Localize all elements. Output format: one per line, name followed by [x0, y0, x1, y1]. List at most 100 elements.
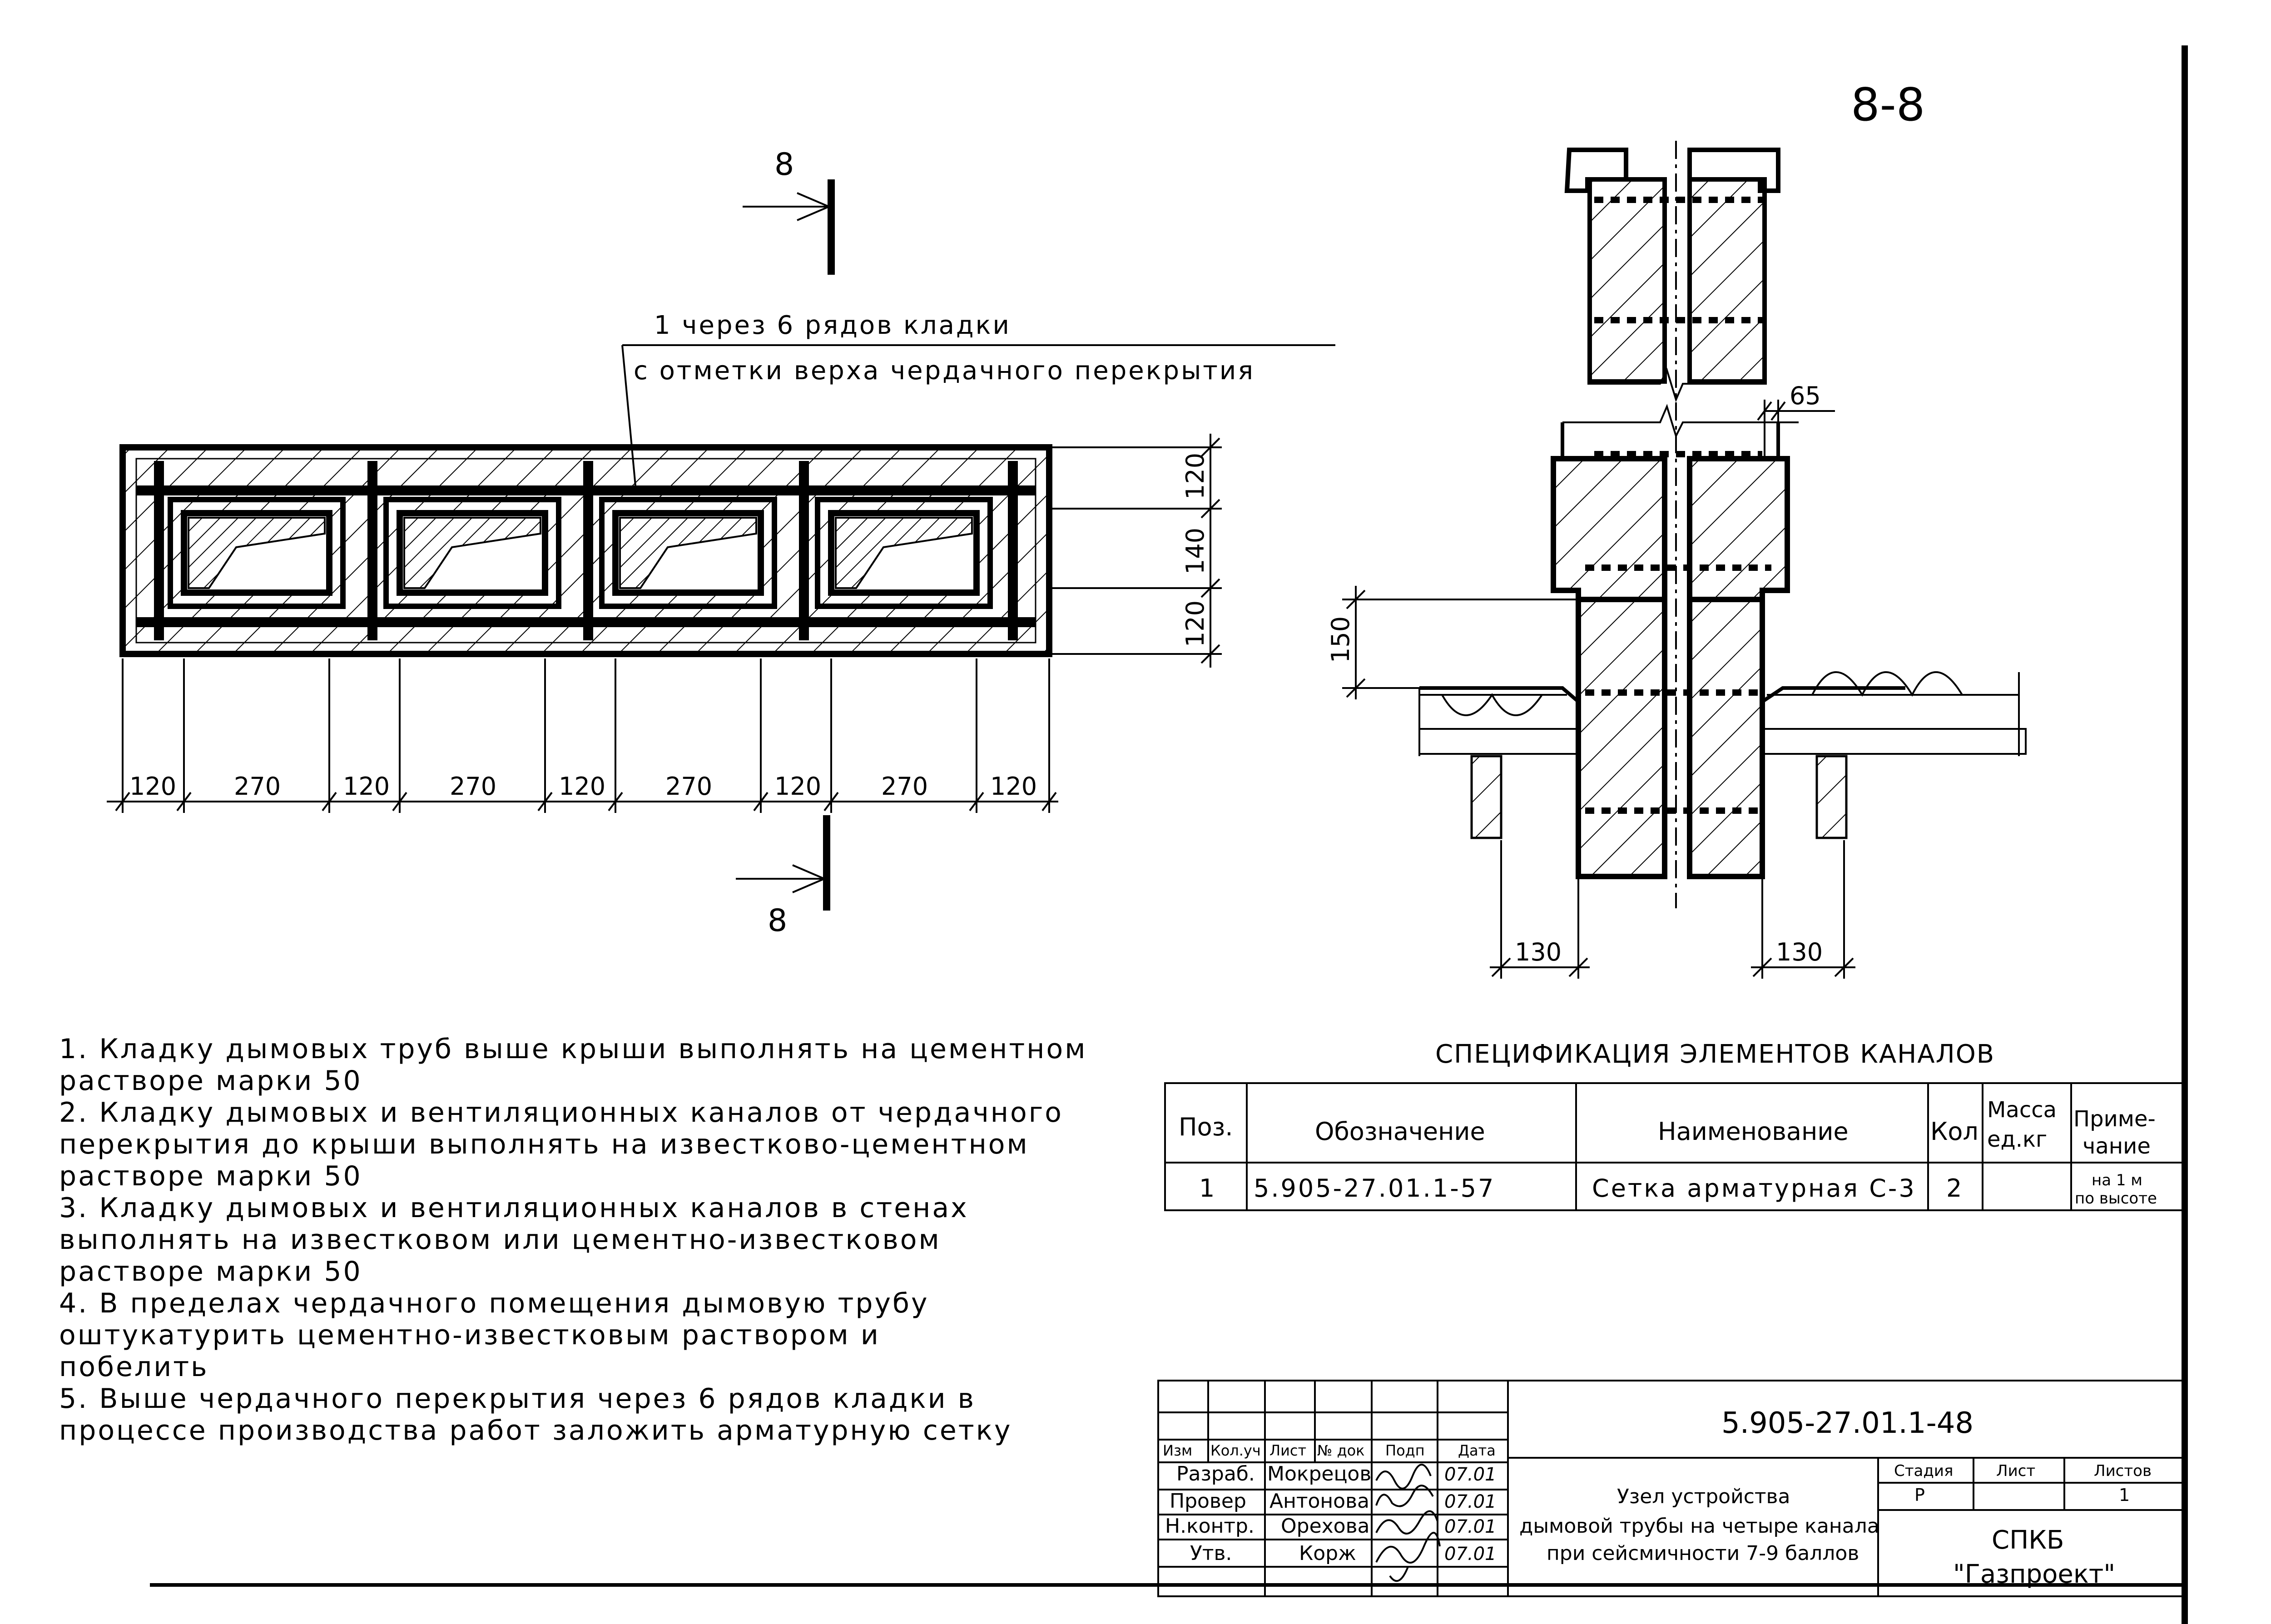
stamp-col-podp: Подп: [1385, 1442, 1425, 1459]
stamp-col-list: Лист: [1269, 1442, 1306, 1459]
note-line-13: процессе производства работ заложить арм…: [59, 1415, 1012, 1446]
upper-wall-right: [1687, 177, 1767, 384]
stamp-role-4: Утв.: [1190, 1542, 1232, 1565]
stamp-name-1: Мокрецов: [1267, 1462, 1371, 1485]
spec-r-qty: 2: [1946, 1174, 1962, 1203]
spec-r-designation: 5.905-27.01.1-57: [1254, 1174, 1495, 1203]
stamp-date-2: 07.01: [1444, 1491, 1497, 1512]
stamp-org-2: "Газпроект": [1953, 1560, 2115, 1589]
note-line-11: побелить: [59, 1351, 209, 1383]
dim-130-right-label: 130: [1776, 938, 1823, 966]
note-line-8: растворе марки 50: [59, 1256, 362, 1287]
stamp-date-3: 07.01: [1444, 1516, 1497, 1537]
dim-v-1: 120: [1181, 453, 1210, 500]
dim-h-6: 270: [665, 772, 712, 801]
spec-r-name: Сетка арматурная С-3: [1592, 1174, 1916, 1203]
thick-section-right: [1687, 456, 1790, 602]
channel-2-fill: [403, 517, 541, 589]
note-line-7: выполнять на известковом или цементно-из…: [59, 1224, 941, 1256]
roof-right: [1761, 671, 2027, 839]
section-view: 65 150 130 130: [1326, 141, 2027, 979]
dim-h-1: 120: [129, 772, 176, 801]
stamp-name-3: Орехова: [1281, 1515, 1370, 1538]
stamp-role-1: Разраб.: [1176, 1462, 1255, 1485]
leader-line-1: 1 через 6 рядов кладки: [654, 311, 1011, 340]
spec-table: СПЕЦИФИКАЦИЯ ЭЛЕМЕНТОВ КАНАЛОВ Поз. Обоз…: [1164, 1040, 2186, 1211]
stamp-col-izm: Изм: [1163, 1442, 1192, 1459]
stamp-date-1: 07.01: [1444, 1464, 1497, 1485]
channel-3-frame: [599, 497, 777, 609]
leader-line-2: с отметки верха чердачного перекрытия: [634, 356, 1255, 386]
cut-mark-top: 8: [743, 147, 835, 275]
note-line-10: оштукатурить цементно-известковым раство…: [59, 1319, 880, 1351]
dim-h-9: 120: [990, 772, 1037, 801]
spec-r-note1: на 1 м: [2092, 1171, 2142, 1189]
signatures: [1375, 1464, 1441, 1582]
channel-4-fill: [835, 517, 973, 589]
lower-wall-left: [1576, 597, 1667, 879]
stamp-title-3: при сейсмичности 7-9 баллов: [1547, 1542, 1859, 1565]
lower-wall-right: [1687, 597, 1765, 879]
stamp-stage-value: Р: [1914, 1485, 1925, 1505]
note-line-5: растворе марки 50: [59, 1160, 362, 1192]
dim-130-left-label: 130: [1515, 938, 1562, 966]
dim-h-2: 270: [234, 772, 281, 801]
dim-h-8: 270: [881, 772, 928, 801]
roof-left: [1418, 686, 1580, 839]
spec-h-qty: Кол: [1930, 1117, 1978, 1146]
break-line-upper: [1587, 367, 1767, 402]
note-line-9: 4. В пределах чердачного помещения дымов…: [59, 1287, 929, 1319]
dim-v-2: 140: [1181, 528, 1210, 574]
rafter-left: [1470, 755, 1502, 839]
spec-r-pos: 1: [1199, 1174, 1215, 1203]
dim-65: 65: [1757, 381, 1835, 459]
stamp-org-1: СПКБ: [1992, 1525, 2064, 1555]
cut-mark-bottom: 8: [736, 815, 830, 939]
channel-1-frame: [168, 497, 346, 609]
dim-130-right: 130: [1751, 840, 1855, 979]
spec-h-name: Наименование: [1658, 1117, 1849, 1146]
upper-wall-left: [1587, 177, 1667, 384]
note-line-4: перекрытия до крыши выполнять на известк…: [59, 1129, 1029, 1160]
channel-4-frame: [815, 497, 993, 609]
spec-h-designation: Обозначение: [1315, 1117, 1485, 1146]
spec-h-pos: Поз.: [1179, 1113, 1233, 1141]
title-block: 5.905-27.01.1-48 Изм Кол.уч Лист № док П…: [1157, 1380, 2186, 1597]
stamp-title-1: Узел устройства: [1617, 1485, 1790, 1508]
dim-150-label: 150: [1326, 616, 1355, 663]
spec-h-mass1: Масса: [1987, 1097, 2057, 1123]
break-line-lower: [1562, 404, 1799, 439]
dim-h-7: 120: [774, 772, 821, 801]
stamp-col-kol: Кол.уч: [1210, 1442, 1261, 1459]
stamp-role-2: Провер: [1170, 1490, 1246, 1513]
stamp-sheet-label: Лист: [1996, 1462, 2035, 1480]
dim-65-label: 65: [1790, 381, 1821, 410]
rafter-right: [1815, 755, 1848, 839]
note-line-2: растворе марки 50: [59, 1065, 362, 1097]
stamp-title-2: дымовой трубы на четыре канала: [1519, 1515, 1879, 1538]
spec-title: СПЕЦИФИКАЦИЯ ЭЛЕМЕНТОВ КАНАЛОВ: [1435, 1040, 1995, 1069]
stamp-name-4: Корж: [1299, 1542, 1356, 1565]
plan-channels: [168, 497, 993, 609]
plan-reinforcement-mesh: [136, 461, 1036, 640]
stamp-sheets-label: Листов: [2094, 1462, 2152, 1480]
note-line-6: 3. Кладку дымовых и вентиляционных канал…: [59, 1192, 969, 1224]
general-notes: 1. Кладку дымовых труб выше крыши выполн…: [59, 1033, 1087, 1446]
stamp-role-3: Н.контр.: [1165, 1515, 1255, 1538]
spec-h-mass2: ед.кг: [1987, 1127, 2047, 1152]
section-label: 8-8: [1851, 78, 1925, 131]
thick-section-left: [1551, 456, 1667, 602]
dim-h-3: 120: [343, 772, 390, 801]
channel-1-fill: [188, 517, 326, 589]
dim-h-4: 270: [450, 772, 496, 801]
plan-leader: 1 через 6 рядов кладки с отметки верха ч…: [621, 311, 1335, 491]
channel-3-fill: [619, 517, 757, 589]
note-line-3: 2. Кладку дымовых и вентиляционных канал…: [59, 1097, 1063, 1129]
dim-150: 150: [1326, 586, 1578, 699]
plan-view: 8 8 1 через 6 рядов кладки с отметки вер…: [107, 147, 1335, 939]
spec-h-note1: Приме-: [2073, 1106, 2156, 1132]
note-line-1: 1. Кладку дымовых труб выше крыши выполн…: [59, 1033, 1087, 1065]
section-reinforcement-mesh: [1585, 197, 1771, 814]
dim-v-3: 120: [1181, 600, 1210, 647]
